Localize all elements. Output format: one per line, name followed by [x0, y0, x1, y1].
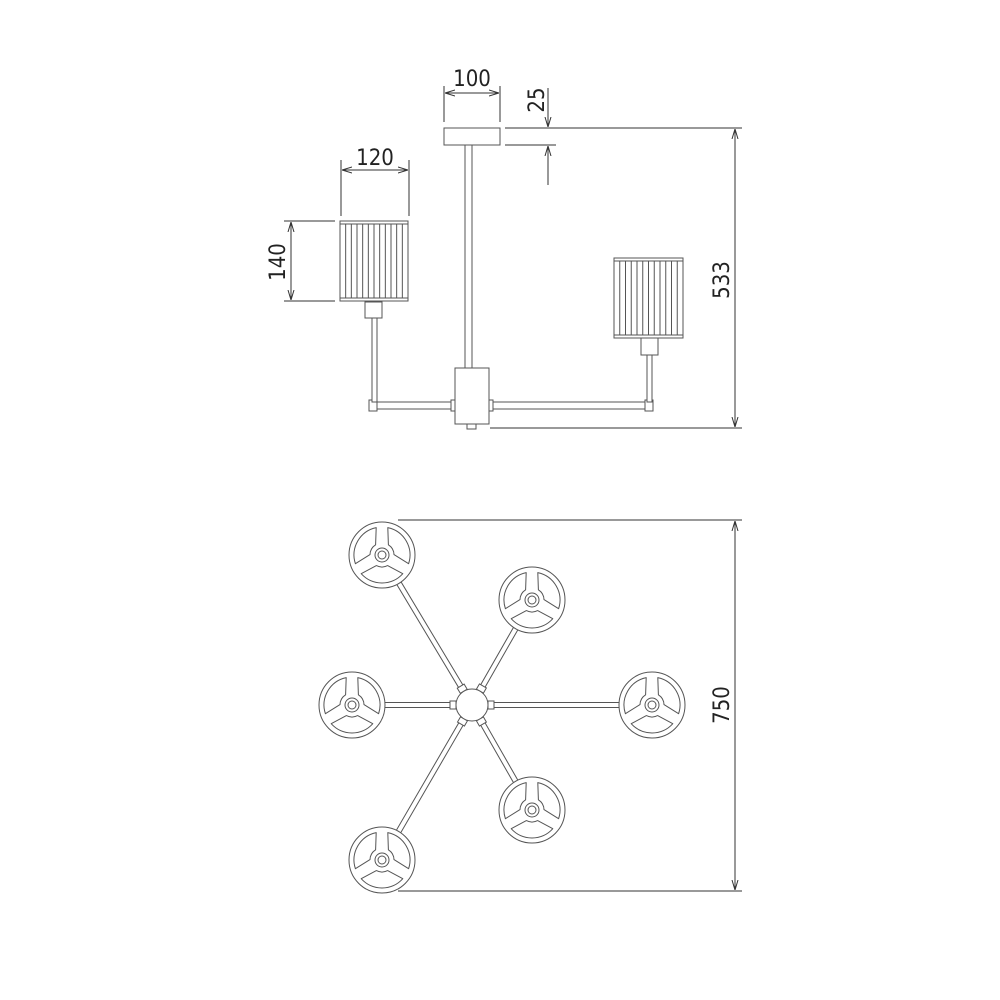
- socket-ring: [524, 802, 540, 818]
- shade-window: [537, 782, 561, 820]
- shade-window: [360, 870, 404, 889]
- shade-window: [510, 820, 554, 839]
- suspension-rod: [464, 144, 473, 369]
- socket-center: [527, 805, 537, 815]
- lamp-shade-top: [618, 671, 686, 739]
- shade-window: [623, 677, 647, 715]
- socket-ring: [524, 592, 540, 608]
- lamp-shade-top: [348, 826, 416, 894]
- dimension-label-total-diameter: 750: [710, 686, 735, 724]
- shade-window: [387, 832, 411, 870]
- dimension-label-shade-width: 120: [356, 146, 394, 171]
- socket-ring: [374, 547, 390, 563]
- socket-right: [640, 337, 659, 356]
- ceiling-canopy: [443, 127, 501, 146]
- socket-center: [347, 700, 357, 710]
- horizontal-arm: [373, 401, 649, 410]
- shade-window: [387, 527, 411, 565]
- shade-window: [353, 832, 377, 870]
- central-body: [454, 367, 490, 425]
- dimension-canopy-height: 25: [505, 87, 742, 185]
- lamp-shade-right: [613, 257, 684, 339]
- arm-joint: [487, 700, 495, 710]
- shade-window: [510, 610, 554, 629]
- lamp-stem-left: [371, 317, 378, 403]
- shade-window: [330, 715, 374, 734]
- socket-center: [377, 855, 387, 865]
- lamp-shade-top: [318, 671, 386, 739]
- shade-window: [630, 715, 674, 734]
- dimension-label-shade-height: 140: [266, 243, 291, 281]
- center-hub: [455, 688, 489, 722]
- shade-window: [537, 572, 561, 610]
- socket-center: [647, 700, 657, 710]
- dimension-label-canopy-width: 100: [453, 67, 491, 92]
- dimension-shade-width: 120: [340, 146, 410, 216]
- shade-window: [360, 565, 404, 584]
- lamp-shade-top: [498, 776, 566, 844]
- lamp-shade-left: [339, 220, 409, 302]
- socket-ring: [374, 852, 390, 868]
- shade-window: [503, 572, 527, 610]
- lamp-shade-top: [498, 566, 566, 634]
- socket-ring: [344, 697, 360, 713]
- shade-window: [323, 677, 347, 715]
- socket-left: [364, 301, 383, 319]
- body-bottom-cap: [466, 423, 477, 430]
- lamp-shade-top: [348, 521, 416, 589]
- dimension-total-diameter: 750: [398, 519, 742, 892]
- dimension-total-height: 533: [490, 129, 742, 429]
- lamp-stem-right: [646, 354, 653, 403]
- shade-window: [353, 527, 377, 565]
- shade-window: [357, 677, 381, 715]
- dimension-label-total-height: 533: [710, 261, 735, 299]
- socket-ring: [644, 697, 660, 713]
- side-view: 100 25 120 140 533: [266, 67, 742, 430]
- dimension-label-canopy-height: 25: [525, 87, 550, 112]
- socket-center: [377, 550, 387, 560]
- shade-window: [503, 782, 527, 820]
- top-view: 750: [318, 519, 742, 894]
- dimension-canopy-width: 100: [443, 67, 501, 122]
- socket-center: [527, 595, 537, 605]
- shade-window: [657, 677, 681, 715]
- dimension-shade-height: 140: [266, 220, 335, 302]
- arm-joint: [449, 700, 457, 710]
